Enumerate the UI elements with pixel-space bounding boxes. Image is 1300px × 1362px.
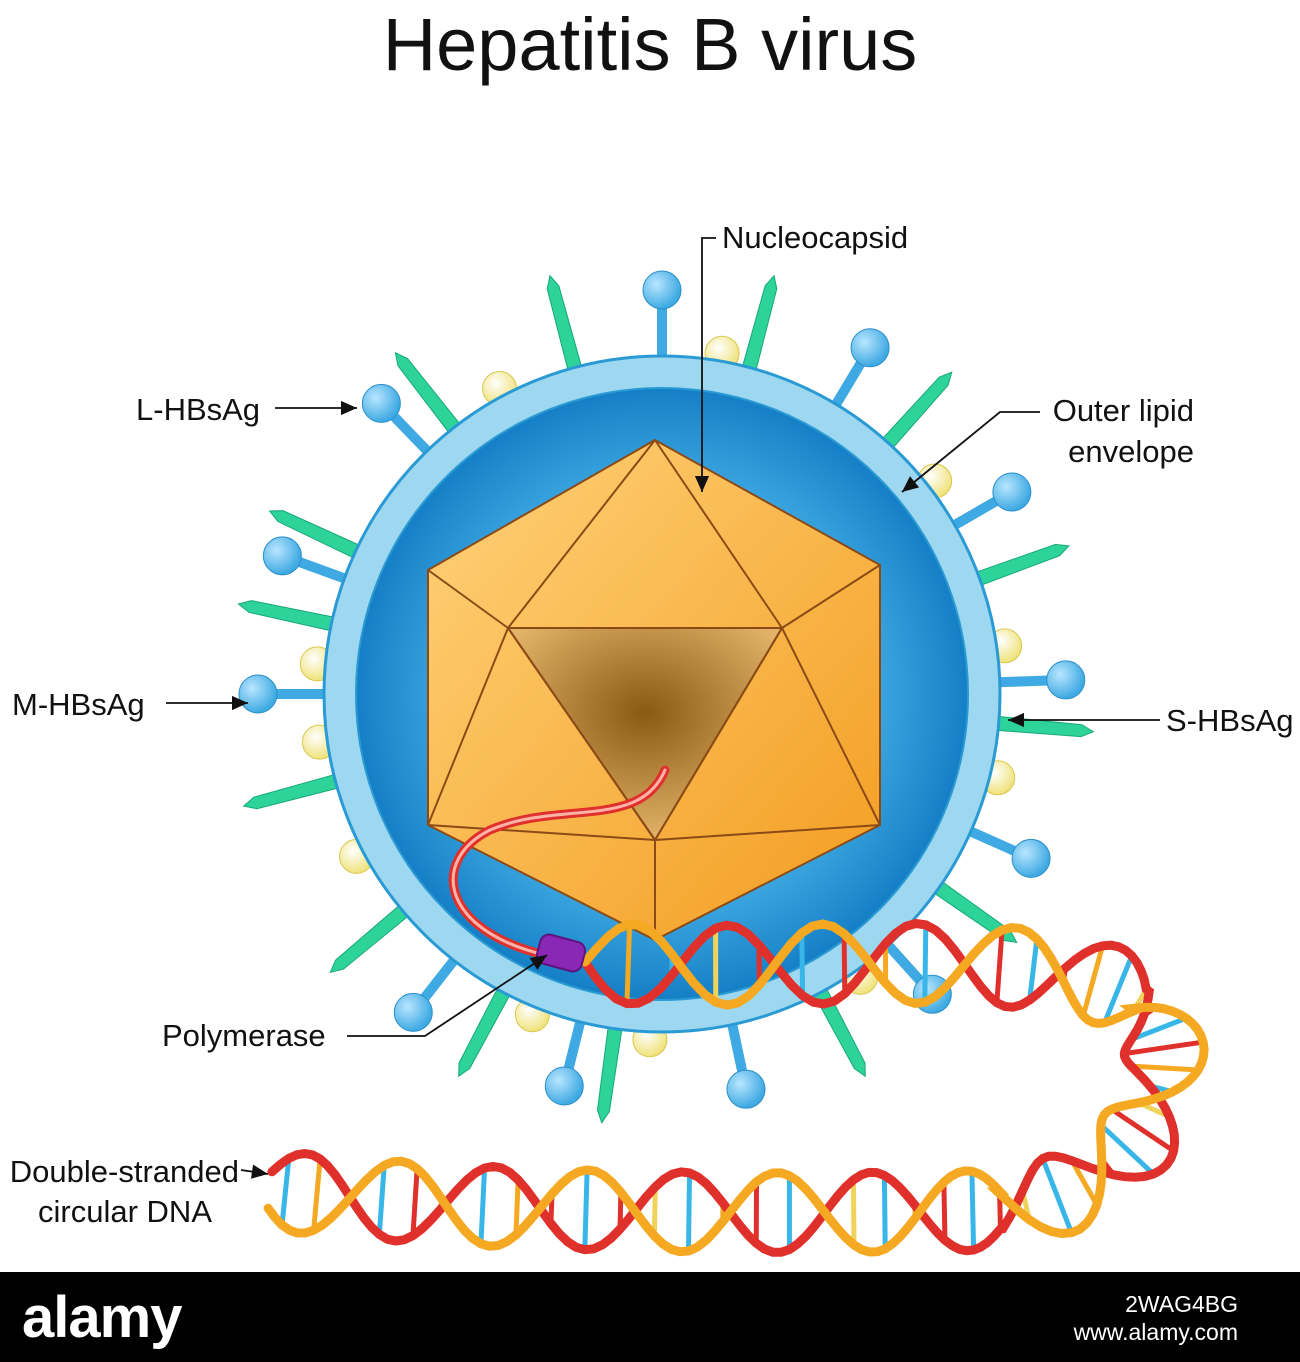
polymerase-enzyme <box>535 933 587 973</box>
l-hbsag-spike <box>329 902 412 974</box>
alamy-logo: alamy <box>22 1285 182 1350</box>
label-l-hbsag: L-HBsAg <box>136 392 260 427</box>
m-hbsag-knob <box>642 270 682 310</box>
m-hbsag-knob <box>544 1066 584 1106</box>
dna-base-pair <box>881 1175 888 1249</box>
dna-base-pair <box>410 1168 420 1236</box>
dna-base-pair <box>279 1158 292 1226</box>
l-hbsag-spike <box>596 1023 624 1124</box>
dna-base-pair <box>1102 954 1135 1024</box>
dna-base-pair <box>941 1182 948 1241</box>
dna-base-pair <box>311 1158 323 1231</box>
l-hbsag-spike <box>237 600 338 633</box>
dna-base-pair <box>651 1186 658 1236</box>
dna-base-pair <box>478 1167 488 1244</box>
m-hbsag-knob <box>850 328 890 368</box>
m-hbsag-knob <box>1046 660 1086 700</box>
dna-base-pair <box>969 1171 977 1251</box>
label-outer-lipid-2: envelope <box>1068 434 1194 469</box>
l-hbsag-spike <box>546 274 583 374</box>
label-s-hbsag: S-HBsAg <box>1166 703 1293 738</box>
dna-leader <box>240 1164 269 1179</box>
dna-base-pair <box>1110 1107 1175 1154</box>
l-hbsag-spike <box>458 984 513 1078</box>
page-title: Hepatitis B virus <box>382 3 918 86</box>
dna-base-pair <box>841 933 848 994</box>
dna-base-pair <box>582 1169 590 1250</box>
label-outer-lipid-1: Outer lipid <box>1053 393 1194 428</box>
dna-base-pair <box>1130 1015 1188 1042</box>
label-dna-1: Double-stranded <box>10 1154 239 1189</box>
m-hbsag-knob <box>393 992 433 1032</box>
site-url: www.alamy.com <box>1073 1319 1238 1345</box>
label-m-hbsag: M-HBsAg <box>12 687 145 722</box>
label-polymerase: Polymerase <box>162 1018 326 1053</box>
m-hbsag-knob <box>1011 838 1051 878</box>
hbv-diagram: Nucleocapsid L-HBsAg Outer lipid envelop… <box>10 220 1293 1257</box>
dna-base-pair <box>624 924 633 1004</box>
dna-base-pair <box>1130 1063 1199 1073</box>
m-hbsag-knob <box>361 383 401 423</box>
dna-base-pair <box>1069 1159 1099 1206</box>
dna-base-pair <box>1123 1039 1204 1057</box>
l-hbsag-spike <box>242 773 342 810</box>
nucleocapsid-leader <box>694 237 716 492</box>
dna-base-pair <box>685 1172 693 1252</box>
l-hbsag-spike <box>972 543 1070 587</box>
m-hbsag-knob <box>992 472 1032 512</box>
dna-base-pair <box>1080 945 1106 1017</box>
label-dna-2: circular DNA <box>38 1194 212 1229</box>
stock-id: 2WAG4BG <box>1125 1291 1238 1317</box>
dna-base-pair <box>1099 1123 1156 1176</box>
m-hbsag-knob <box>726 1069 766 1109</box>
dna-base-pair <box>1040 1157 1074 1234</box>
dna-strand-red <box>267 918 1180 1257</box>
dna-base-pair <box>513 1179 521 1236</box>
dna-base-pair <box>376 1165 387 1235</box>
label-nucleocapsid: Nucleocapsid <box>722 220 908 255</box>
l-hbsag-spike <box>879 371 953 452</box>
outer-lipid-leader <box>901 411 1040 493</box>
dna-base-pair <box>994 929 1005 1003</box>
leader-lines <box>166 237 1160 1179</box>
dna-strand-orange <box>263 919 1209 1257</box>
double-stranded-dna <box>263 918 1209 1257</box>
dna-base-pair <box>922 924 929 1003</box>
polymerase-leader <box>347 954 548 1037</box>
dna-base-pair <box>799 932 806 996</box>
dna-base-pair <box>1027 938 1040 1001</box>
footer-bar: alamy 2WAG4BG www.alamy.com <box>0 1272 1300 1362</box>
l-hbsag-spike <box>741 274 778 374</box>
m-hbsag-knob <box>238 674 278 714</box>
m-hbsag-knob <box>262 536 302 576</box>
